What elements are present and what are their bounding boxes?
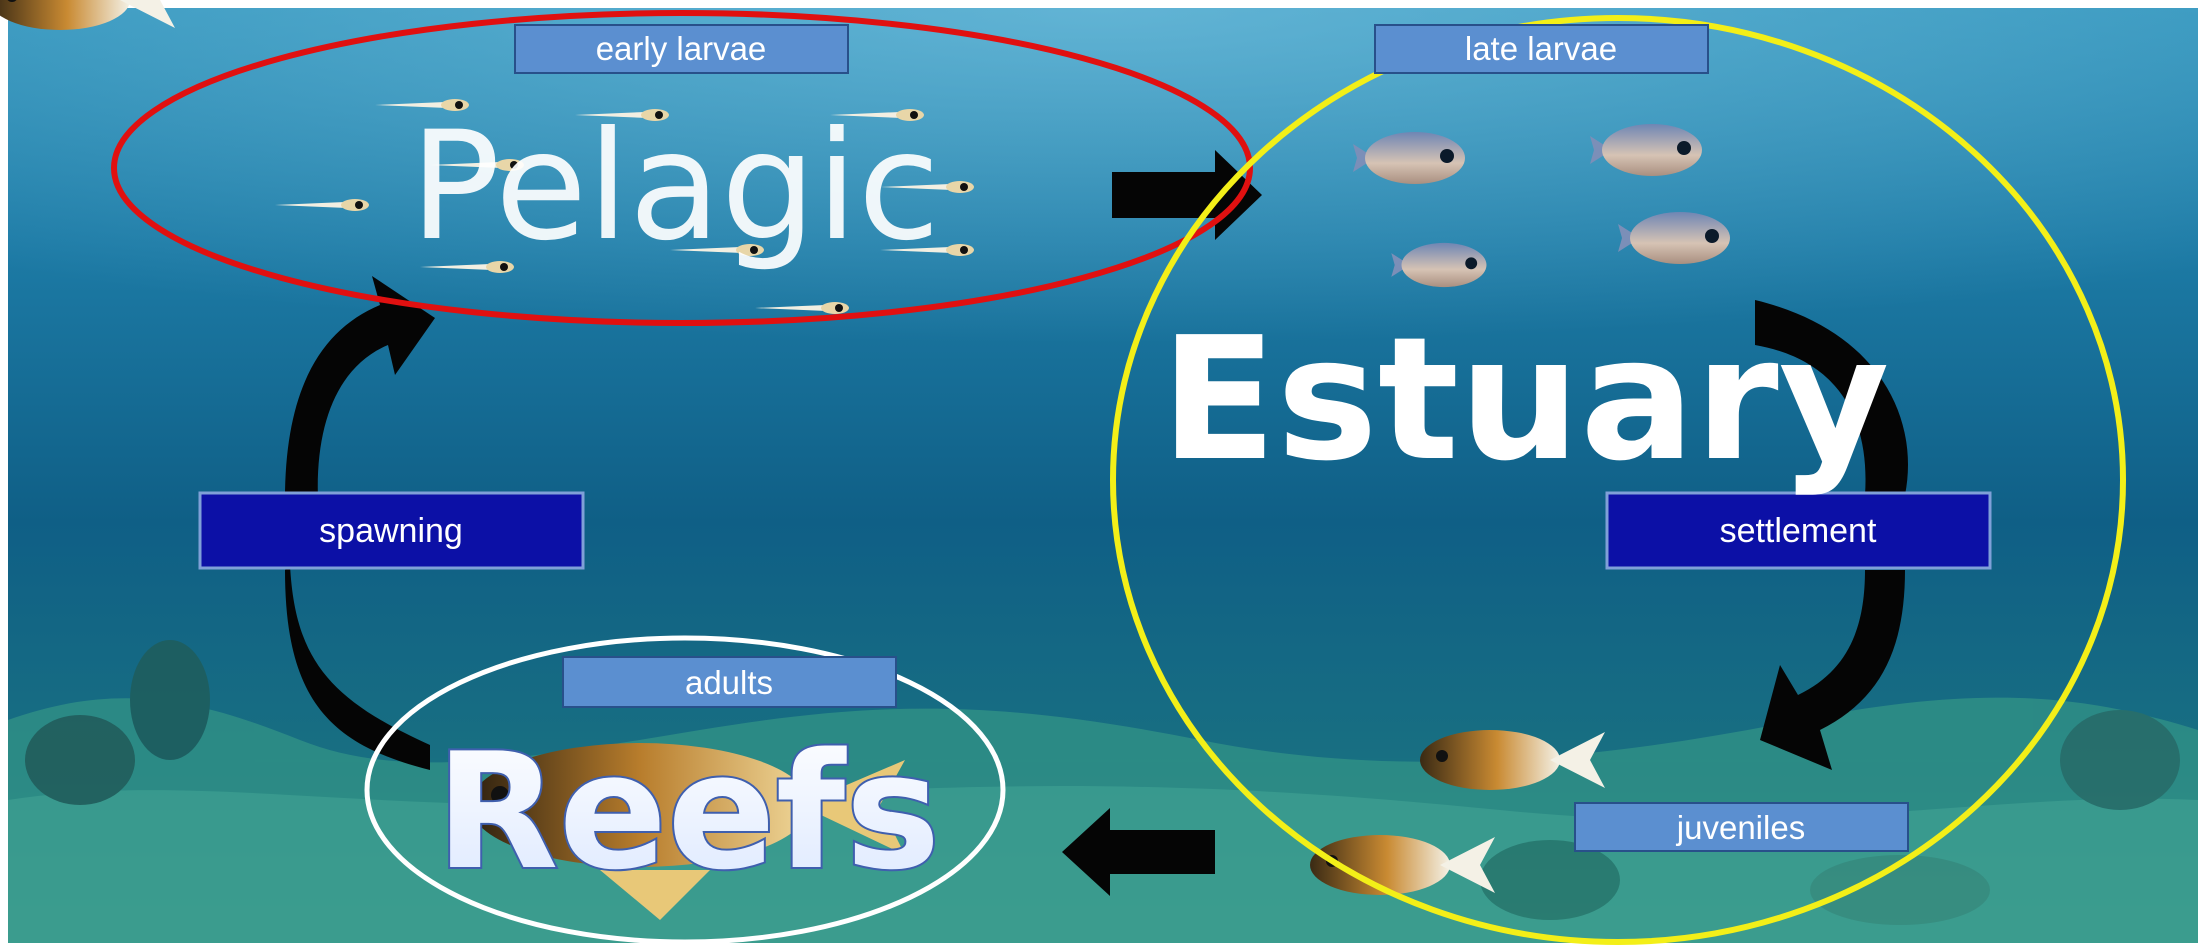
arrows xyxy=(285,150,1908,896)
stage-label-spawning: spawning xyxy=(198,491,585,570)
stage-label-late-larvae: late larvae xyxy=(1374,24,1709,74)
pelagic-title: Pelagic xyxy=(410,100,940,274)
reefs-title: Reefs xyxy=(435,718,940,905)
stage-label-early-larvae: early larvae xyxy=(514,24,849,74)
stage-label-juveniles: juveniles xyxy=(1574,802,1909,852)
adults-label: adults xyxy=(685,664,773,701)
pelagic-ring xyxy=(111,10,1253,326)
settlement-label: settlement xyxy=(1720,512,1877,550)
spawning-label: spawning xyxy=(319,512,463,550)
fish-icon xyxy=(0,0,175,30)
juveniles-label: juveniles xyxy=(1676,809,1805,846)
adult-fish-icon xyxy=(470,743,905,920)
reefs-ring xyxy=(364,635,1006,945)
stage-label-adults: adults xyxy=(562,656,897,708)
late-larvae-label: late larvae xyxy=(1465,30,1617,67)
curved-arrow-down-icon xyxy=(285,565,430,770)
curved-arrow-down-icon xyxy=(1755,300,1908,495)
juveniles-group xyxy=(0,0,1605,895)
early-larvae-label: early larvae xyxy=(596,30,767,67)
arrow-left-icon xyxy=(1062,808,1215,896)
estuary-ring xyxy=(1110,15,2126,945)
curved-arrow-down-icon xyxy=(1760,570,1905,770)
stage-label-settlement: settlement xyxy=(1605,491,1992,570)
estuary-title: Estuary xyxy=(1161,301,1890,499)
curved-arrow-up-icon xyxy=(285,276,435,500)
